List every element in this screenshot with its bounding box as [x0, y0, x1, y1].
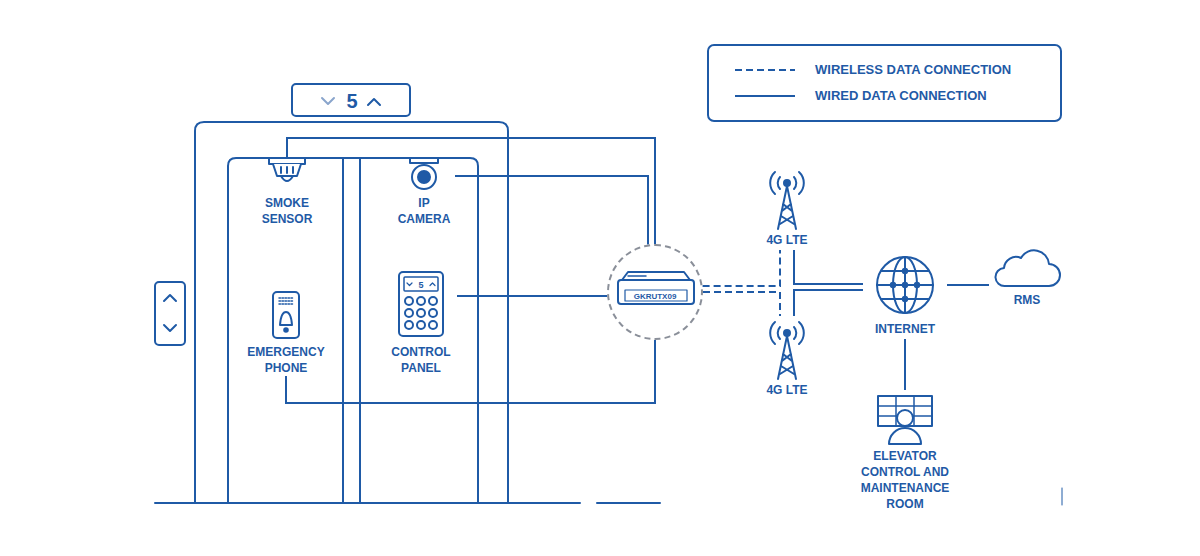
- internet-node: INTERNET: [863, 251, 947, 337]
- sensor-node: SMOKE SENSOR: [251, 157, 323, 227]
- node-label: CONTROL PANEL: [385, 344, 457, 376]
- floor-indicator: [292, 84, 410, 116]
- floor-line: [155, 502, 660, 504]
- cell-tower-icon: [770, 172, 804, 229]
- room-node: ELEVATOR CONTROL AND MAINTENANCE ROOM: [853, 392, 957, 512]
- legend-label: WIRED DATA CONNECTION: [815, 88, 987, 104]
- cloud-icon: [995, 250, 1060, 286]
- node-label: SMOKE SENSOR: [251, 195, 323, 227]
- display-number: 5: [418, 280, 423, 289]
- legend-box: [707, 44, 1062, 122]
- wired-link: [286, 340, 655, 403]
- wireless-link: [703, 292, 780, 316]
- door-gap: [343, 158, 360, 503]
- edge-mark: [1062, 488, 1063, 505]
- wired-link: [457, 295, 607, 297]
- router-icon: [618, 272, 694, 304]
- legend-label: WIRELESS DATA CONNECTION: [815, 62, 1011, 78]
- camera-node: IP CAMERA: [393, 157, 455, 227]
- node-label: RMS: [989, 292, 1065, 308]
- elevator-frame: [195, 122, 508, 503]
- node-label: EMERGENCY PHONE: [243, 344, 329, 376]
- router-node: GKRUTX09: [607, 244, 703, 340]
- solid-sample: [735, 95, 795, 97]
- call-chevrons: [164, 295, 176, 331]
- node-label: 4G LTE: [755, 382, 819, 398]
- operator-icon: [878, 396, 932, 444]
- wired-link: [455, 176, 648, 245]
- wired-link: [794, 290, 863, 316]
- ip-camera-icon: [410, 158, 438, 189]
- wireless-link: [703, 250, 780, 286]
- node-label: ELEVATOR CONTROL AND MAINTENANCE ROOM: [853, 448, 957, 512]
- globe-icon: [877, 257, 933, 313]
- wired-link: [287, 138, 655, 244]
- down-chevron: [322, 98, 334, 104]
- wired-link: [904, 339, 906, 390]
- dashed-sample: [735, 69, 795, 71]
- node-label: INTERNET: [863, 321, 947, 337]
- wired-link: [947, 284, 989, 286]
- tower-node: 4G LTE: [755, 168, 819, 248]
- cell-tower-icon: [770, 322, 804, 379]
- device-label: GKRUTX09: [634, 292, 677, 301]
- control-panel-icon: [399, 272, 443, 336]
- tower-node: 4G LTE: [755, 318, 819, 398]
- smoke-sensor-icon: [269, 158, 305, 181]
- call-panel: [155, 282, 185, 345]
- up-chevron: [368, 99, 380, 105]
- floor-number: 5: [346, 91, 357, 111]
- phone-node: EMERGENCY PHONE: [243, 288, 329, 376]
- cloud-node: RMS: [989, 250, 1065, 308]
- node-label: IP CAMERA: [393, 195, 455, 227]
- node-label: 4G LTE: [755, 232, 819, 248]
- emergency-phone-icon: [273, 292, 299, 338]
- elevator-doors: [228, 158, 478, 503]
- wired-link: [794, 250, 863, 284]
